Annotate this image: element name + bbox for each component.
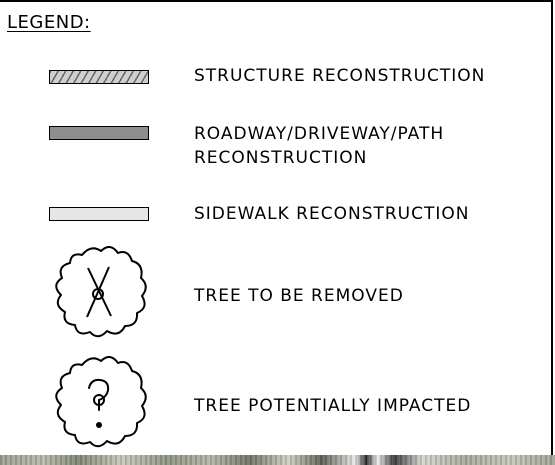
light-gray-rectangle-swatch bbox=[49, 207, 149, 221]
legend-label-line: RECONSTRUCTION bbox=[194, 148, 368, 168]
tree-removed-icon bbox=[55, 246, 147, 338]
legend-label-line: TREE POTENTIALLY IMPACTED bbox=[194, 396, 472, 416]
aerial-photo-strip bbox=[0, 455, 555, 465]
legend-label-line: SIDEWALK RECONSTRUCTION bbox=[194, 204, 470, 224]
tree-impacted-icon bbox=[55, 356, 147, 448]
legend-label-line: TREE TO BE REMOVED bbox=[194, 286, 404, 306]
legend-label-line: STRUCTURE RECONSTRUCTION bbox=[194, 66, 486, 86]
legend-label: TREE TO BE REMOVED bbox=[194, 284, 404, 308]
legend-panel: LEGEND: STRUCTURE RECONSTRUCTION ROADWAY… bbox=[0, 0, 553, 455]
legend-label: SIDEWALK RECONSTRUCTION bbox=[194, 202, 470, 226]
legend-label: STRUCTURE RECONSTRUCTION bbox=[194, 64, 485, 88]
legend-label-line: ROADWAY/DRIVEWAY/PATH bbox=[194, 124, 445, 144]
legend-heading: LEGEND: bbox=[7, 12, 91, 33]
hatched-rectangle-swatch bbox=[49, 70, 149, 84]
dark-gray-rectangle-swatch bbox=[49, 126, 149, 140]
legend-label: TREE POTENTIALLY IMPACTED bbox=[194, 394, 471, 418]
legend-label: ROADWAY/DRIVEWAY/PATH RECONSTRUCTION bbox=[194, 122, 444, 170]
